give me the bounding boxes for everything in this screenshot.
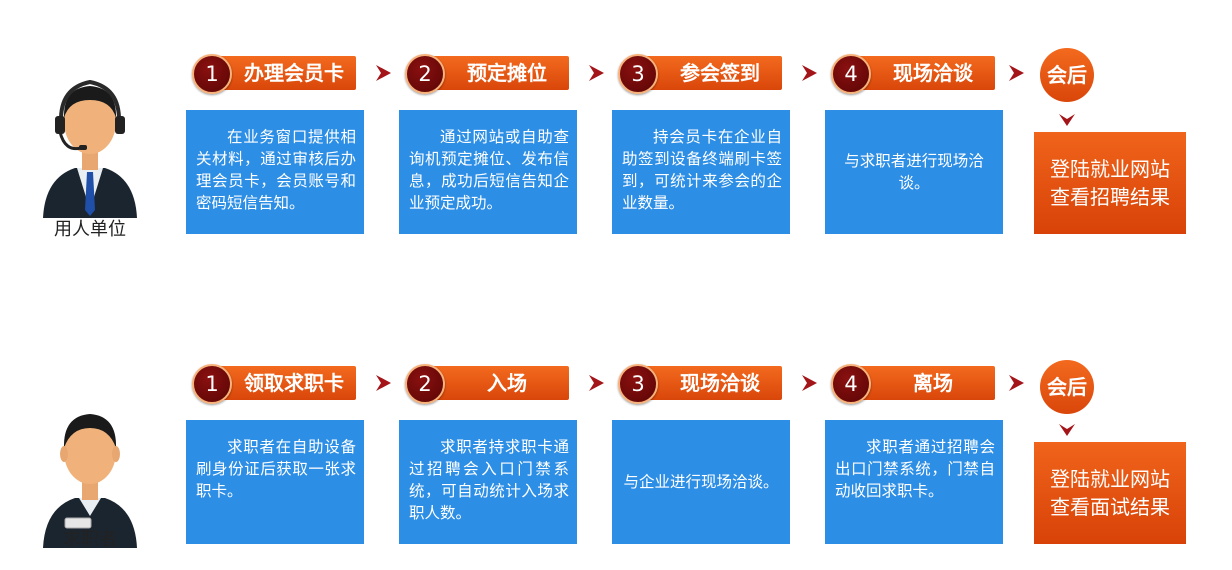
step-title: 参会签到 — [680, 61, 760, 85]
step-number: 1 — [192, 364, 232, 404]
result-box: 登陆就业网站查看招聘结果 — [1034, 132, 1186, 234]
step-4-tag: 4 现场洽谈 — [831, 54, 997, 94]
step-title: 现场洽谈 — [893, 61, 973, 85]
step-number: 2 — [405, 54, 445, 94]
step-number: 2 — [405, 364, 445, 404]
chevron-right-icon — [1007, 374, 1025, 392]
chevron-right-icon — [800, 64, 818, 82]
jobseeker-avatar-icon — [35, 390, 145, 550]
jobseeker-flow-row: 求职者 1 领取求职卡 2 入场 3 现场洽谈 4 离场 会后 求职者在自助设备… — [0, 310, 1232, 570]
employer-flow-row: 用人单位 1 办理会员卡 2 预定摊位 3 参会签到 4 现场洽谈 会后 在业务… — [0, 0, 1232, 260]
step-title: 离场 — [913, 371, 953, 395]
step-1-tag: 1 办理会员卡 — [192, 54, 358, 94]
step-1-description: 求职者在自助设备刷身份证后获取一张求职卡。 — [186, 420, 364, 544]
step-4-description: 求职者通过招聘会出口门禁系统，门禁自动收回求职卡。 — [825, 420, 1003, 544]
chevron-right-icon — [587, 374, 605, 392]
step-4-tag: 4 离场 — [831, 364, 997, 404]
step-3-tag: 3 参会签到 — [618, 54, 784, 94]
step-number: 3 — [618, 54, 658, 94]
step-title: 现场洽谈 — [680, 371, 760, 395]
step-3-description: 与企业进行现场洽谈。 — [612, 420, 790, 544]
step-4-description: 与求职者进行现场洽谈。 — [825, 110, 1003, 234]
step-3-description: 持会员卡在企业自助签到设备终端刷卡签到，可统计来参会的企业数量。 — [612, 110, 790, 234]
after-meeting-badge: 会后 — [1040, 48, 1094, 102]
result-box: 登陆就业网站查看面试结果 — [1034, 442, 1186, 544]
step-number: 1 — [192, 54, 232, 94]
chevron-down-icon — [1058, 112, 1076, 126]
step-number: 4 — [831, 54, 871, 94]
employer-avatar-icon — [35, 60, 145, 220]
step-title: 预定摊位 — [467, 61, 547, 85]
step-1-tag: 1 领取求职卡 — [192, 364, 358, 404]
step-2-tag: 2 入场 — [405, 364, 571, 404]
step-number: 3 — [618, 364, 658, 404]
chevron-right-icon — [1007, 64, 1025, 82]
step-title: 入场 — [487, 371, 527, 395]
role-label: 用人单位 — [54, 219, 126, 240]
step-2-description: 求职者持求职卡通过招聘会入口门禁系统，可自动统计入场求职人数。 — [399, 420, 577, 544]
chevron-down-icon — [1058, 422, 1076, 436]
step-title: 领取求职卡 — [244, 371, 344, 395]
chevron-right-icon — [374, 374, 392, 392]
step-number: 4 — [831, 364, 871, 404]
role-label: 求职者 — [63, 529, 117, 550]
chevron-right-icon — [800, 374, 818, 392]
chevron-right-icon — [587, 64, 605, 82]
chevron-right-icon — [374, 64, 392, 82]
step-title: 办理会员卡 — [244, 61, 344, 85]
step-1-description: 在业务窗口提供相关材料，通过审核后办理会员卡，会员账号和密码短信告知。 — [186, 110, 364, 234]
after-meeting-badge: 会后 — [1040, 360, 1094, 414]
step-3-tag: 3 现场洽谈 — [618, 364, 784, 404]
step-2-tag: 2 预定摊位 — [405, 54, 571, 94]
step-2-description: 通过网站或自助查询机预定摊位、发布信息，成功后短信告知企业预定成功。 — [399, 110, 577, 234]
